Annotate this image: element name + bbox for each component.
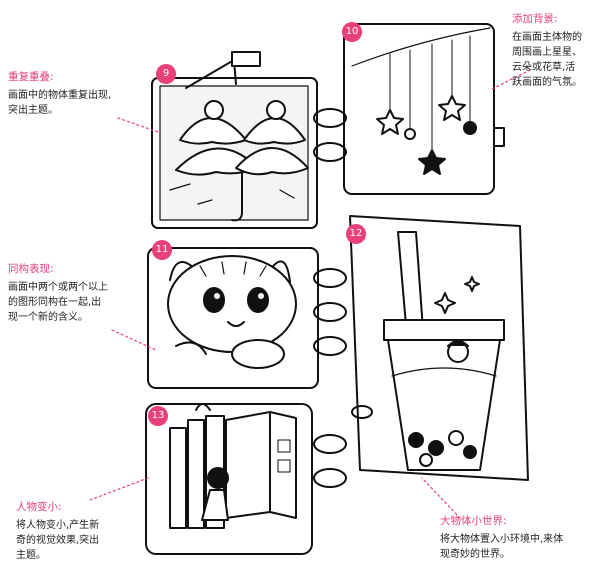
- panel-umbrella-lamps: [151, 51, 318, 229]
- note-bigobject-line: 现奇妙的世界。: [440, 549, 510, 560]
- note-background-line: 周围画上星星、: [512, 47, 582, 58]
- note-shrink-title: 人物变小:: [16, 501, 62, 513]
- note-repeat-line: 画面中的物体重复出现,: [8, 90, 112, 101]
- note-shrink-line: 奇的视觉效果,突出: [16, 535, 100, 546]
- binder-rings-bottom: [313, 405, 373, 488]
- note-isomorph-line: 画面中两个或两个以上: [8, 282, 108, 293]
- note-isomorph-line: 的图形同构在一起,出: [8, 297, 102, 308]
- binder-rings-top: [313, 108, 347, 162]
- note-background-line: 在画面主体物的: [512, 32, 582, 43]
- note-repeat-line: 突出主题。: [8, 105, 58, 116]
- note-bigobject-title: 大物体小世界:: [440, 515, 507, 527]
- badge-10: 10: [342, 22, 362, 42]
- panel-cat: [147, 247, 319, 389]
- note-isomorph-line: 现一个新的含义。: [8, 312, 88, 323]
- badge-9: 9: [156, 64, 176, 84]
- badge-12: 12: [346, 224, 366, 244]
- note-bigobject: 大物体小世界: 将大物体置入小环境中,来体 现奇妙的世界。: [440, 514, 596, 562]
- note-repeat: 重复重叠: 画面中的物体重复出现, 突出主题。: [8, 70, 128, 118]
- note-repeat-title: 重复重叠:: [8, 71, 54, 83]
- note-background-line: 跃画面的气氛。: [512, 77, 582, 88]
- note-isomorph-title: 同构表现:: [8, 263, 54, 275]
- leader-lines: [89, 69, 531, 519]
- binder-rings-middle: [313, 268, 347, 356]
- note-background-title: 添加背景:: [512, 13, 558, 25]
- note-shrink: 人物变小: 将人物变小,产生新 奇的视觉效果,突出 主题。: [16, 500, 140, 563]
- note-background-line: 云朵或花草,活: [512, 62, 576, 73]
- note-bigobject-line: 将大物体置入小环境中,来体: [440, 534, 564, 545]
- panel-bubble-tea: [349, 215, 529, 481]
- note-isomorph: 同构表现: 画面中两个或两个以上 的图形同构在一起,出 现一个新的含义。: [8, 262, 142, 325]
- badge-11: 11: [152, 240, 172, 260]
- panel-hanging-stars: [343, 23, 505, 195]
- note-shrink-line: 将人物变小,产生新: [16, 520, 100, 531]
- badge-13: 13: [148, 406, 168, 426]
- panel-books-girl: [145, 403, 313, 555]
- note-shrink-line: 主题。: [16, 550, 46, 561]
- note-background: 添加背景: 在画面主体物的 周围画上星星、 云朵或花草,活 跃画面的气氛。: [512, 12, 598, 90]
